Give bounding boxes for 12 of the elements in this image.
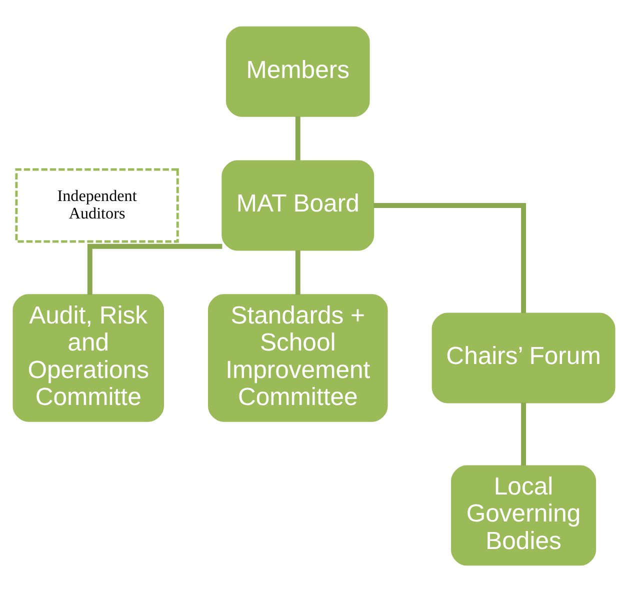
node-box: Independent Auditors	[15, 168, 179, 242]
node-box: Local Governing Bodies	[451, 464, 596, 566]
node-box: MAT Board	[222, 160, 374, 250]
connector	[521, 402, 526, 466]
connector	[374, 202, 526, 313]
node-box: Members	[226, 26, 370, 116]
node-box: Standards + School Improvement Committee	[208, 294, 388, 422]
connector	[295, 250, 300, 294]
connector	[87, 243, 222, 294]
connector	[295, 116, 300, 160]
node-box: Chairs’ Forum	[432, 312, 616, 403]
node-box: Audit, Risk and Operations Committe	[12, 294, 164, 422]
